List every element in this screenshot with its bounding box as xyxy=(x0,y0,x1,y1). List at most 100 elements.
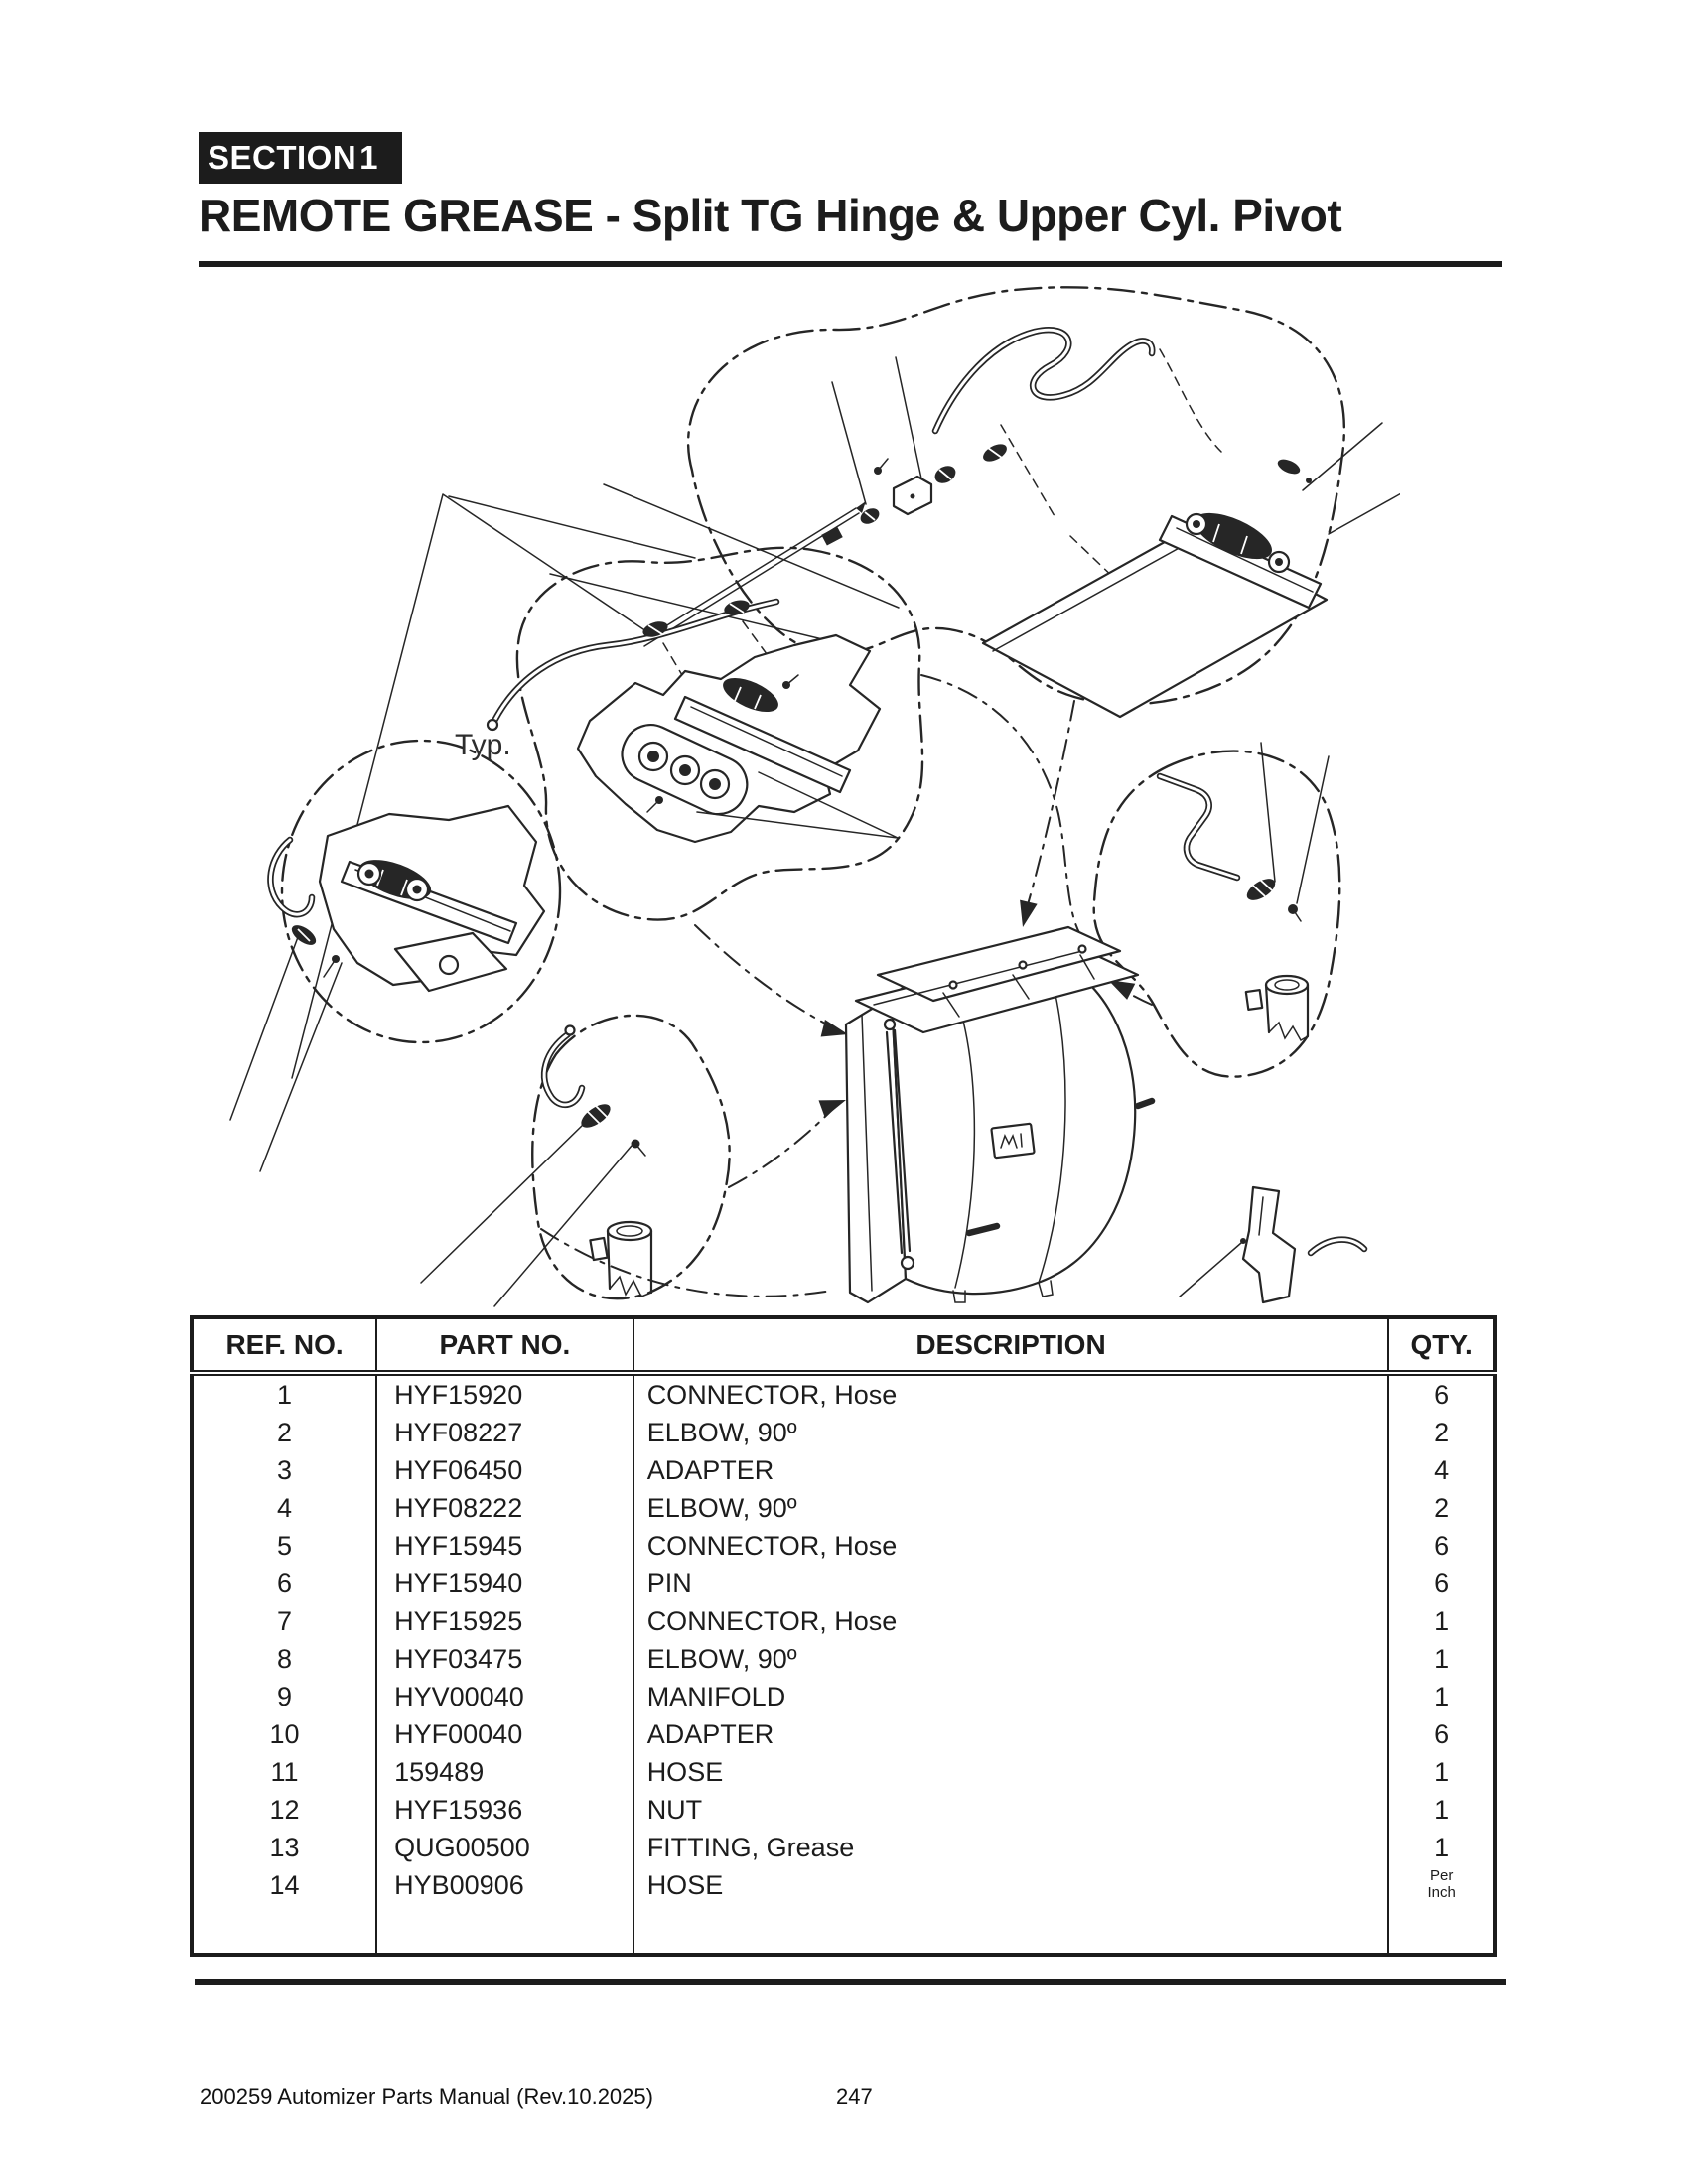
top-detail-group xyxy=(549,327,1400,719)
part-cell: HYF15925 xyxy=(375,1602,634,1640)
page-title: REMOTE GREASE - Split TG Hinge & Upper C… xyxy=(199,190,1342,241)
table-filler-row xyxy=(190,1904,1496,1955)
pointer-arrow xyxy=(820,1019,848,1037)
desc-cell: ELBOW, 90º xyxy=(632,1489,1390,1527)
ref-cell: 6 xyxy=(190,1565,378,1602)
section-number: 1 xyxy=(359,139,378,176)
ref-cell: 10 xyxy=(190,1715,378,1753)
desc-cell: PIN xyxy=(632,1565,1390,1602)
table-header-row: REF. NO. PART NO. DESCRIPTION QTY. xyxy=(190,1317,1496,1376)
desc-cell: NUT xyxy=(632,1791,1390,1829)
qty-cell: 6 xyxy=(1387,1527,1496,1565)
qty-cell: Per Inch xyxy=(1387,1866,1496,1904)
connector-curve xyxy=(540,1228,833,1297)
qty-cell: 4 xyxy=(1387,1451,1496,1489)
qty-cell: 6 xyxy=(1387,1565,1496,1602)
connector-curve xyxy=(694,924,839,1031)
ref-cell: 5 xyxy=(190,1527,378,1565)
right-detail-group xyxy=(1156,742,1330,1042)
header-part-no: PART NO. xyxy=(375,1317,634,1376)
pointer-arrow xyxy=(1020,899,1038,927)
balloon-lower-left xyxy=(531,1014,731,1300)
footer-doc-ref: 200259 Automizer Parts Manual (Rev.10.20… xyxy=(200,2084,653,2109)
left-detail-group xyxy=(229,804,546,1172)
header-description: DESCRIPTION xyxy=(632,1317,1390,1376)
qty-cell: 1 xyxy=(1387,1640,1496,1678)
footer-page-number: 247 xyxy=(836,2084,873,2109)
qty-cell: 1 xyxy=(1387,1753,1496,1791)
pointer-arrow xyxy=(1108,980,1136,1000)
desc-cell: ELBOW, 90º xyxy=(632,1640,1390,1678)
machine-body xyxy=(844,925,1156,1304)
part-cell: HYF08227 xyxy=(375,1414,634,1451)
connector-curve xyxy=(920,674,1087,944)
desc-cell: HOSE xyxy=(632,1753,1390,1791)
ref-cell: 12 xyxy=(190,1791,378,1829)
qty-cell: 1 xyxy=(1387,1602,1496,1640)
desc-cell: CONNECTOR, Hose xyxy=(632,1527,1390,1565)
ref-cell: 13 xyxy=(190,1829,378,1866)
balloon-top xyxy=(686,286,1346,706)
desc-cell: ELBOW, 90º xyxy=(632,1414,1390,1451)
part-cell: HYF00040 xyxy=(375,1715,634,1753)
section-badge: SECTION 1 xyxy=(199,132,402,184)
ref-cell: 1 xyxy=(190,1373,378,1414)
part-cell: HYF03475 xyxy=(375,1640,634,1678)
qty-cell: 6 xyxy=(1387,1715,1496,1753)
qty-cell: 2 xyxy=(1387,1489,1496,1527)
ref-cell: 9 xyxy=(190,1678,378,1715)
desc-cell: ADAPTER xyxy=(632,1715,1390,1753)
qty-cell: 1 xyxy=(1387,1678,1496,1715)
part-cell: HYF15920 xyxy=(375,1373,634,1414)
middle-detail-group xyxy=(486,598,899,844)
bottom-rule xyxy=(195,1979,1506,1985)
part-cell: HYF06450 xyxy=(375,1451,634,1489)
desc-cell: FITTING, Grease xyxy=(632,1829,1390,1866)
pointer-arrow xyxy=(818,1100,846,1118)
part-cell: HYB00906 xyxy=(375,1866,634,1904)
desc-cell: HOSE xyxy=(632,1866,1390,1904)
balloon-middle xyxy=(515,546,924,921)
typ-label: Typ. xyxy=(455,729,511,761)
ref-cell: 11 xyxy=(190,1753,378,1791)
desc-cell: CONNECTOR, Hose xyxy=(632,1602,1390,1640)
header-ref-no: REF. NO. xyxy=(190,1317,378,1376)
part-cell: HYF15945 xyxy=(375,1527,634,1565)
ref-cell: 7 xyxy=(190,1602,378,1640)
parts-diagram: Typ. xyxy=(229,286,1400,1307)
qty-cell: 1 xyxy=(1387,1791,1496,1829)
ref-cell: 4 xyxy=(190,1489,378,1527)
desc-cell: CONNECTOR, Hose xyxy=(632,1373,1390,1414)
desc-cell: ADAPTER xyxy=(632,1451,1390,1489)
ref-cell: 14 xyxy=(190,1866,378,1904)
part-cell: HYF15940 xyxy=(375,1565,634,1602)
connector-curve xyxy=(728,1105,837,1188)
connector-curve xyxy=(1024,700,1075,916)
section-label: SECTION xyxy=(208,139,357,176)
ref-cell: 3 xyxy=(190,1451,378,1489)
qty-cell: 6 xyxy=(1387,1373,1496,1414)
title-rule xyxy=(199,261,1502,267)
typ-leader xyxy=(291,493,696,1079)
header-qty: QTY. xyxy=(1387,1317,1496,1376)
balloon-left xyxy=(280,739,562,1044)
part-cell: HYF15936 xyxy=(375,1791,634,1829)
lower-left-detail-group xyxy=(420,1024,653,1307)
ref-cell: 8 xyxy=(190,1640,378,1678)
